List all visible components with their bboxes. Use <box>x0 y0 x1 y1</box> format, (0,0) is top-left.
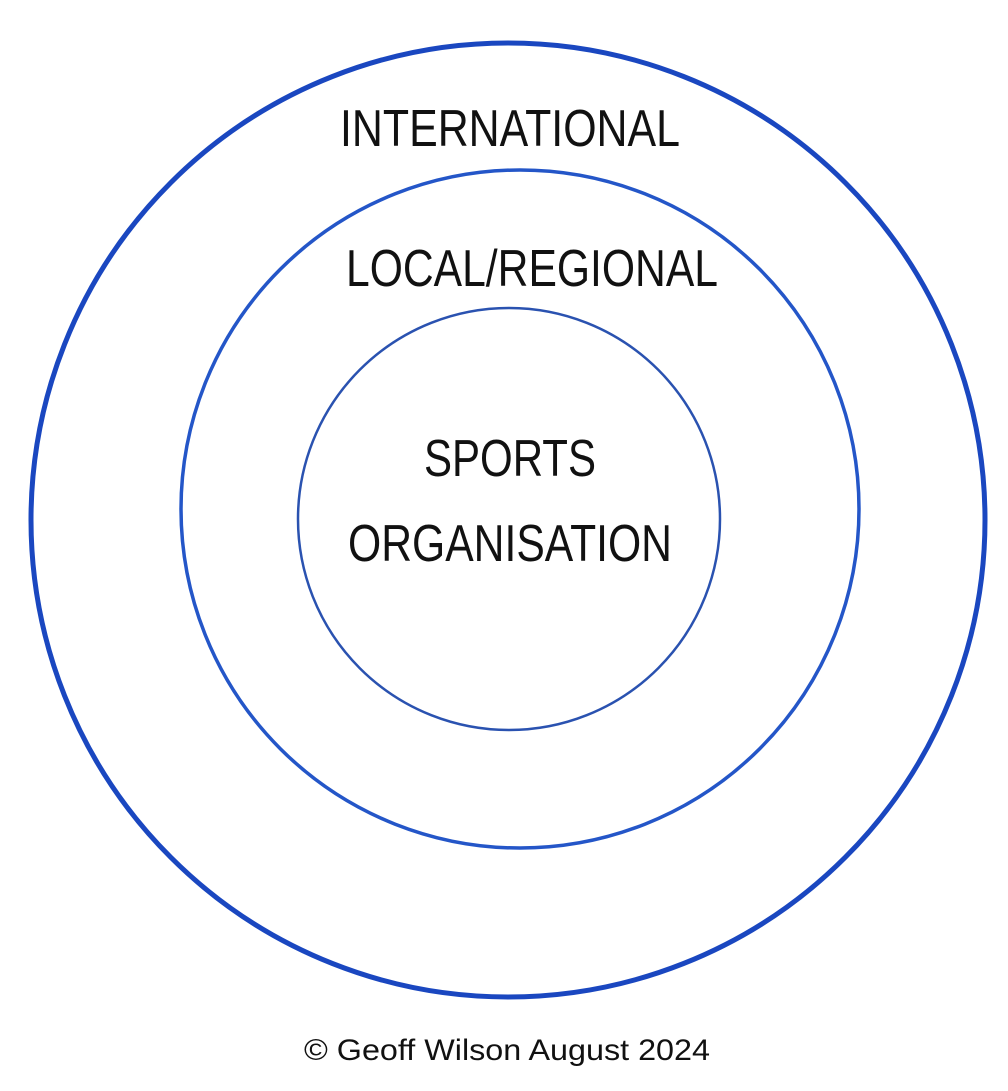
label-local-regional: LOCAL/REGIONAL <box>346 240 718 298</box>
inner-ring-sports-organisation <box>296 306 722 732</box>
label-organisation: ORGANISATION <box>348 515 672 573</box>
label-international: INTERNATIONAL <box>340 100 680 158</box>
middle-ring-local-regional <box>179 168 861 850</box>
outer-ring-international <box>28 40 988 1000</box>
copyright-text: © Geoff Wilson August 2024 <box>304 1034 710 1067</box>
label-sports: SPORTS <box>424 430 596 488</box>
